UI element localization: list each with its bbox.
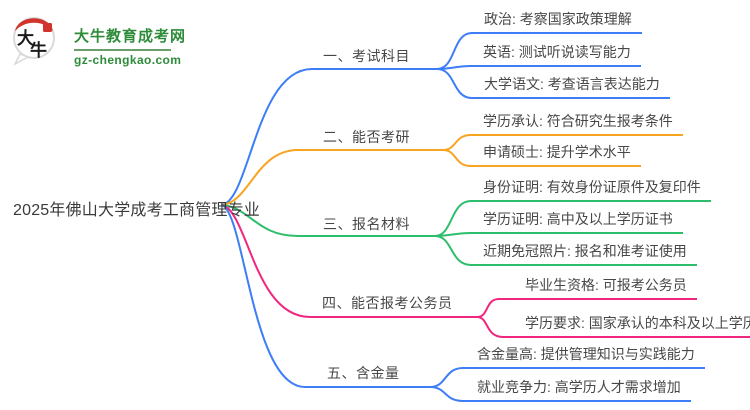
leaf-node: 毕业生资格: 可报考公务员 (498, 275, 697, 300)
branch-label-exam: 一、考试科目 (323, 48, 410, 64)
logo-char-2: 牛 (30, 40, 47, 61)
root-node: 2025年佛山大学成考工商管理专业 (13, 202, 260, 219)
branch-label-kaoyan: 二、能否考研 (323, 129, 410, 145)
leaf-node: 就业竞争力: 高学历人才需求增加 (462, 377, 691, 402)
branch-links-materials (221, 200, 472, 266)
branch-label-value: 五、含金量 (327, 365, 400, 381)
leaf-node: 近期免冠照片: 报名和准考证使用 (470, 241, 697, 266)
leaf-node: 学历证明: 高中及以上学历证书 (470, 209, 683, 234)
site-url[interactable]: gz-chengkao.com (74, 53, 182, 67)
leaf-node: 大学语文: 考查语言表达能力 (471, 74, 670, 99)
branch-links-kaoyan (221, 134, 472, 206)
logo-divider (74, 49, 171, 51)
leaf-node: 英语: 测试听说读写能力 (470, 42, 641, 67)
leaf-node: 学历要求: 国家承认的本科及以上学历 (502, 313, 750, 338)
leaf-node: 身份证明: 有效身份证原件及复印件 (470, 177, 711, 202)
leaf-node: 政治: 考察国家政策理解 (471, 9, 642, 34)
logo-char-1: 大 (17, 28, 34, 49)
leaf-node: 申请硕士: 提升学术水平 (470, 142, 641, 167)
site-name: 大牛教育成考网 (74, 28, 187, 45)
branch-label-materials: 三、报名材料 (323, 216, 410, 232)
site-logo[interactable]: 大 牛 大牛教育成考网 gz-chengkao.com (10, 8, 190, 67)
leaf-node: 含金量高: 提供管理知识与实践能力 (462, 344, 705, 369)
branch-links-value (221, 204, 464, 402)
leaf-node: 学历承认: 符合研究生报考条件 (470, 111, 683, 136)
bull-logo-icon: 大 牛 (13, 17, 55, 66)
branch-links-civil-servant (221, 204, 504, 338)
branch-label-civil-servant: 四、能否报考公务员 (322, 295, 453, 311)
branch-links-exam (221, 32, 473, 206)
